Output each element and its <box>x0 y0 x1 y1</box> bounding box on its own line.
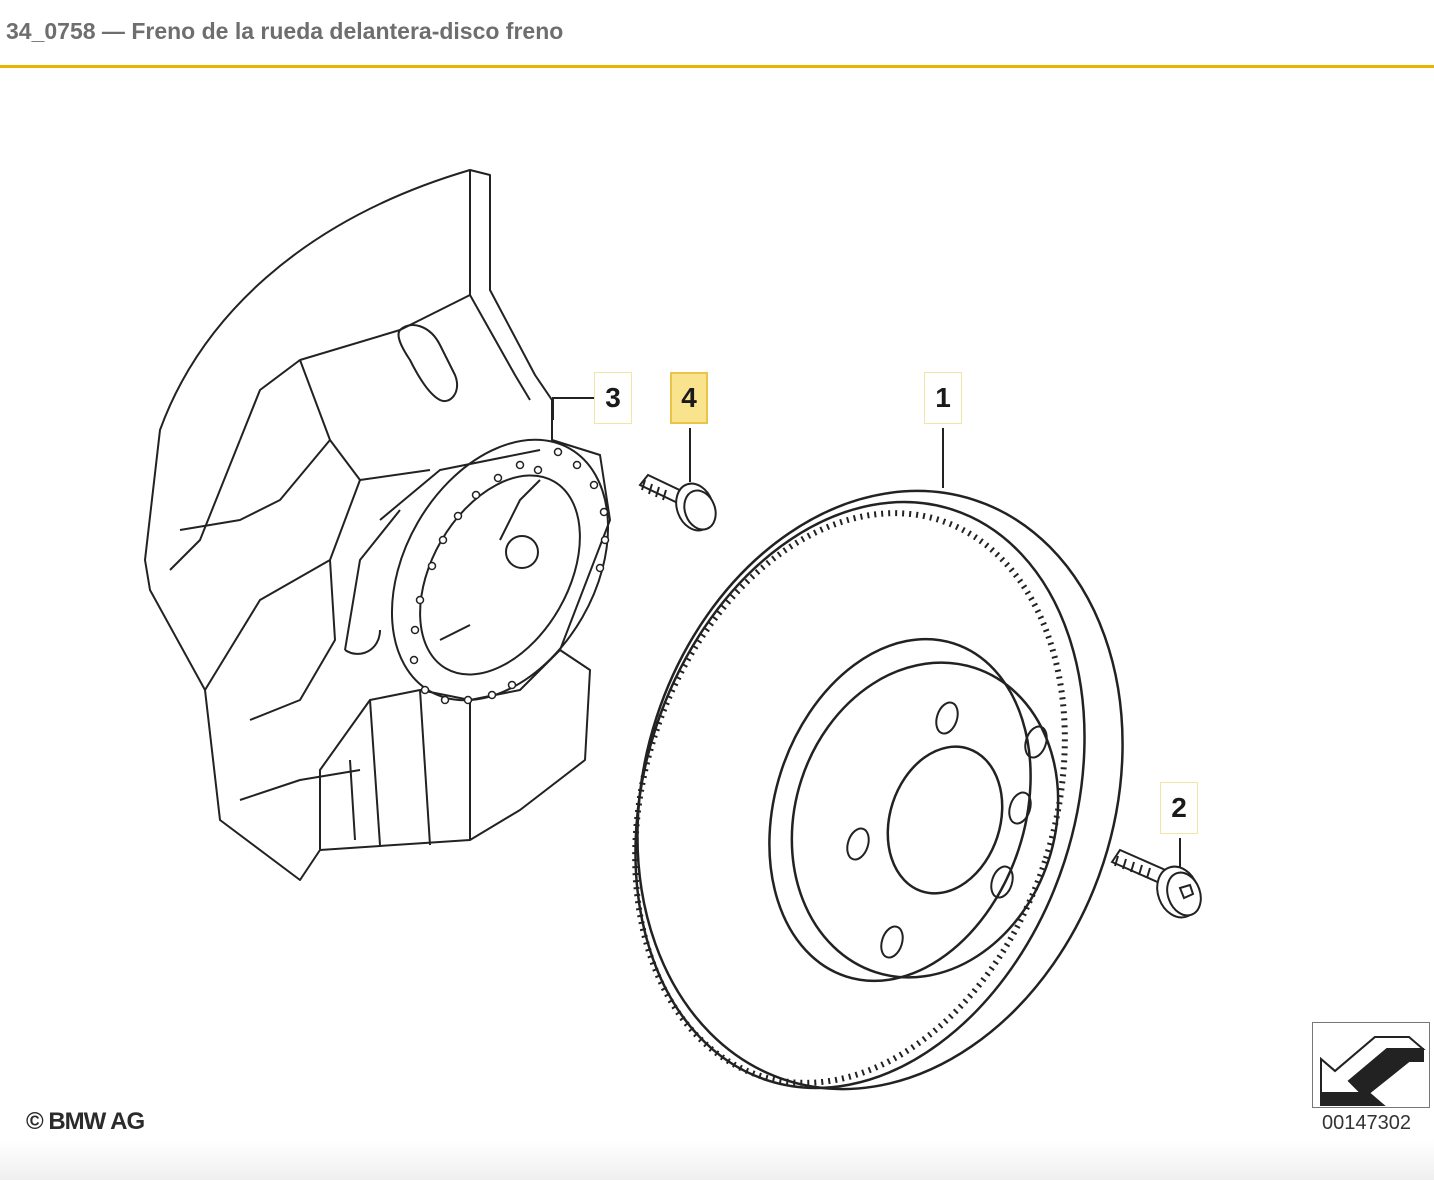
callout-part-4[interactable]: 4 <box>670 372 708 424</box>
direction-arrow-icon <box>1320 1036 1426 1106</box>
orientation-indicator <box>1312 1022 1430 1108</box>
dust-shield <box>144 169 611 881</box>
callout-part-1[interactable]: 1 <box>924 372 962 424</box>
page-title: 34_0758 — Freno de la rueda delantera-di… <box>6 18 564 44</box>
callout-part-2[interactable]: 2 <box>1160 782 1198 834</box>
page-header: 34_0758 — Freno de la rueda delantera-di… <box>0 0 1434 68</box>
brake-disc <box>632 489 1124 1091</box>
image-number: 00147302 <box>1322 1112 1411 1134</box>
bolt-2 <box>1110 848 1202 919</box>
bottom-fade <box>0 1140 1434 1180</box>
copyright-text: © BMW AG <box>26 1108 145 1135</box>
abs-ring <box>390 438 610 705</box>
bolt-4 <box>638 473 717 532</box>
leader-lines <box>552 397 1181 868</box>
callout-part-3[interactable]: 3 <box>594 372 632 424</box>
parts-diagram <box>144 169 1202 1091</box>
